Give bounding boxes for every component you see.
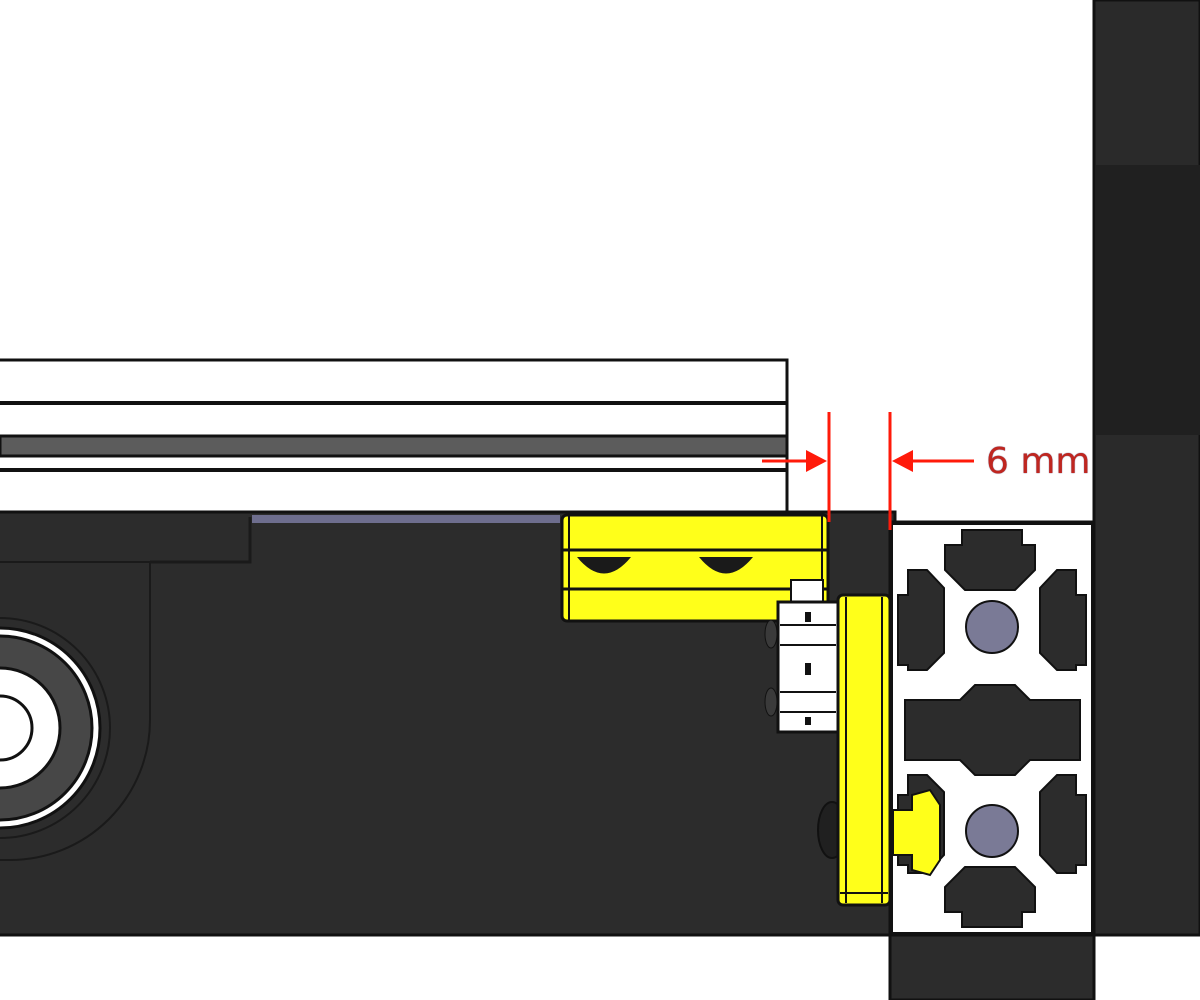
dimension-annotation: [762, 412, 974, 530]
dimension-label: 6 mm: [986, 441, 1091, 482]
screw-icon: [764, 687, 778, 717]
bolt-core: [965, 600, 1019, 654]
horizontal-rail: [0, 358, 789, 517]
switch-connector: [764, 579, 840, 734]
bearing: [0, 617, 111, 839]
arrow-right-icon: [806, 450, 827, 472]
yellow-bracket-vertical: [836, 593, 892, 907]
slot-hole: [699, 557, 753, 574]
bolt-core: [965, 804, 1019, 858]
arrow-left-icon: [892, 450, 913, 472]
yellow-bracket-horizontal: [560, 513, 830, 623]
t-nut: [892, 788, 941, 877]
aluminium-extrusion: [888, 520, 1096, 1000]
side-bar: [1092, 0, 1200, 937]
slot-hole: [577, 557, 631, 574]
screw-icon: [764, 619, 778, 649]
